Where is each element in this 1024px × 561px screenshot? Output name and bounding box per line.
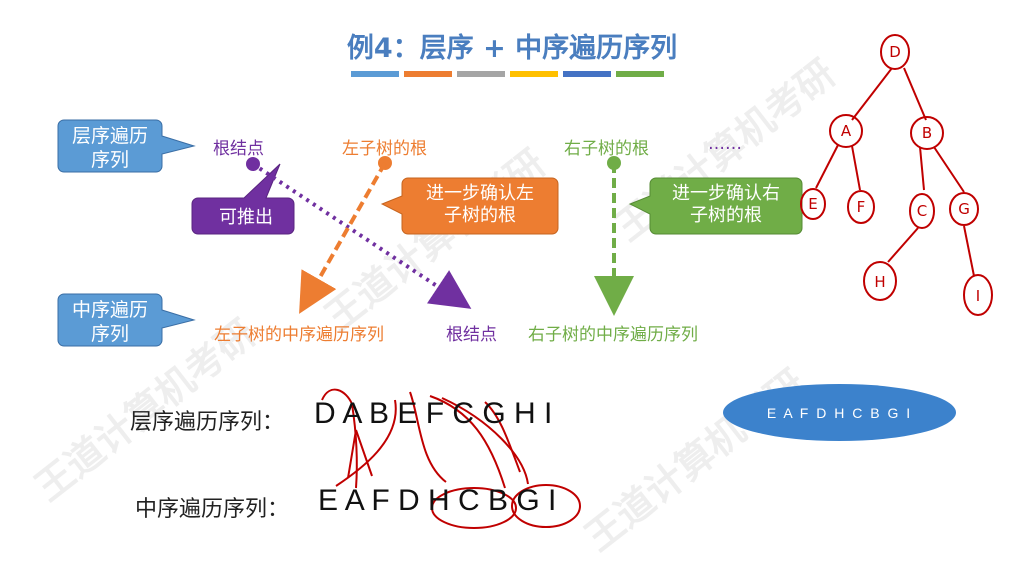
tree-node-label: I	[976, 287, 980, 305]
left-root-confirm-callout	[380, 177, 559, 235]
level-order-sequence-label: 层序遍历序列：	[130, 410, 285, 435]
right-root-confirm-text: 进一步确认右 子树的根	[672, 183, 780, 226]
level-order-sequence: D A B E F C G H I	[314, 397, 553, 430]
page-title: 例4：层序 + 中序遍历序列	[346, 33, 678, 64]
handwritten-annotations	[321, 388, 581, 529]
tree-node-labels: D A B E F C G H I	[808, 43, 980, 305]
tree-node	[909, 193, 935, 229]
tree-node-label: C	[917, 202, 927, 220]
can-infer-callout	[191, 163, 295, 235]
tree-node	[949, 192, 979, 226]
color-bar	[457, 71, 505, 77]
tree-node-label: D	[889, 43, 901, 61]
left-root-confirm-text: 进一步确认左 子树的根	[426, 183, 534, 226]
tree-node	[863, 261, 897, 301]
level-order-callout-text: 层序遍历 序列	[71, 125, 148, 171]
color-bar	[351, 71, 399, 77]
inorder-ellipse: E A F D H C B G I	[723, 384, 956, 441]
inorder-sequence-label: 中序遍历序列：	[135, 497, 290, 522]
inorder-callout	[57, 293, 196, 347]
inorder-callout-text: 中序遍历 序列	[71, 299, 148, 345]
tree-node	[963, 274, 993, 316]
tree-node	[910, 116, 944, 150]
tree-node	[880, 34, 910, 70]
tree-node-label: E	[808, 195, 817, 213]
color-bar	[563, 71, 611, 77]
right-root-confirm-callout	[628, 177, 803, 235]
root-label-top: 根结点	[213, 139, 264, 159]
root-label-bottom: 根结点	[446, 325, 497, 345]
left-root-label-top: 左子树的根	[342, 139, 427, 159]
inorder-sequence: E A F D H C B G I	[318, 484, 557, 517]
can-infer-callout-text: 可推出	[219, 207, 273, 228]
tree-node-label: G	[958, 200, 970, 218]
tree-node	[847, 190, 875, 224]
color-bar	[510, 71, 558, 77]
left-inorder-label: 左子树的中序遍历序列	[214, 325, 384, 345]
tree-node-label: H	[874, 273, 885, 291]
ellipsis-label: ……	[708, 134, 742, 154]
tree-node	[800, 188, 826, 220]
right-inorder-label: 右子树的中序遍历序列	[528, 325, 698, 345]
root-arrow	[251, 162, 472, 309]
hand-drawn-tree	[800, 34, 993, 316]
tree-node	[829, 114, 863, 148]
color-bar	[616, 71, 664, 77]
color-bar	[404, 71, 452, 77]
tree-node-label: F	[857, 198, 866, 216]
right-root-label-top: 右子树的根	[564, 139, 649, 159]
level-order-callout	[57, 119, 196, 173]
left-root-arrow	[299, 162, 387, 314]
tree-node-label: B	[922, 124, 932, 142]
tree-node-label: A	[841, 122, 852, 140]
